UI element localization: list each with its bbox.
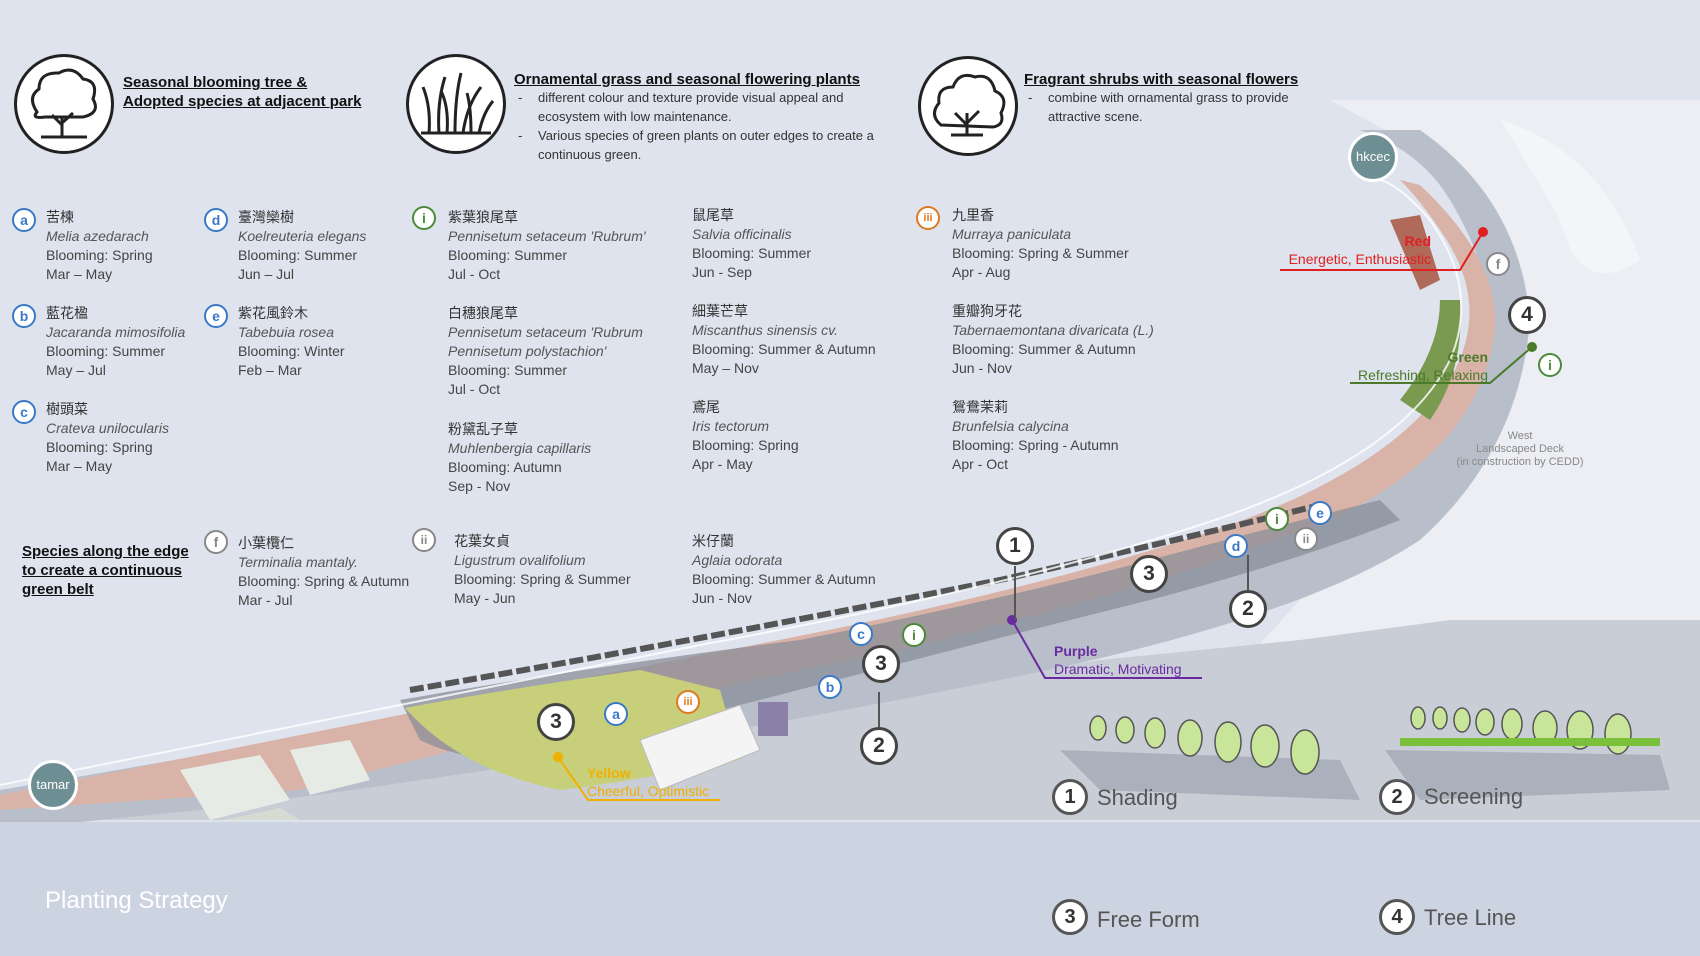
map-marker-iii: iii xyxy=(676,690,700,714)
strategy-label-shading: Shading xyxy=(1097,785,1178,810)
map-marker-i: i xyxy=(1265,507,1289,531)
map-marker-i: i xyxy=(1538,353,1562,377)
map-number-3: 3 xyxy=(537,703,575,741)
marker-c: c xyxy=(12,400,36,424)
shading-illustration xyxy=(1060,715,1360,800)
marker-iii: iii xyxy=(916,206,940,230)
category-body-grass: different colour and texture provide vis… xyxy=(514,88,904,164)
footer-title: Planting Strategy xyxy=(45,887,228,914)
map-marker-b: b xyxy=(818,675,842,699)
category-title-grass: Ornamental grass and seasonal flowering … xyxy=(514,71,860,88)
edge-species-title: Species along the edge to create a conti… xyxy=(22,543,189,598)
map-number-2: 2 xyxy=(1229,590,1267,628)
map-marker-c: c xyxy=(849,622,873,646)
map-number-1: 1 xyxy=(996,527,1034,565)
map-marker-f: f xyxy=(1486,252,1510,276)
marker-f: f xyxy=(204,530,228,554)
shrub-icon xyxy=(918,56,1018,156)
map-number-3: 3 xyxy=(1130,555,1168,593)
map-marker-d: d xyxy=(1224,534,1248,558)
strategy-label-free-form: Free Form xyxy=(1097,907,1200,932)
category-title-shrubs: Fragrant shrubs with seasonal flowers xyxy=(1024,71,1299,88)
marker-i: i xyxy=(412,206,436,230)
category-title-trees: Seasonal blooming tree & Adopted species… xyxy=(123,74,362,110)
strategy-number-2: 2 xyxy=(1379,779,1415,815)
strategy-label-screening: Screening xyxy=(1424,784,1524,809)
marker-a: a xyxy=(12,208,36,232)
screening-illustration xyxy=(1385,706,1670,800)
map-marker-ii: ii xyxy=(1294,527,1318,551)
footer-band xyxy=(0,822,1700,956)
tamar-node: tamar xyxy=(28,760,78,810)
map-number-3: 3 xyxy=(862,645,900,683)
category-body-shrubs: combine with ornamental grass to provide… xyxy=(1024,88,1324,126)
strategy-label-tree-line: Tree Line xyxy=(1424,905,1517,930)
grass-icon xyxy=(406,54,506,154)
strategy-number-1: 1 xyxy=(1052,779,1088,815)
marker-b: b xyxy=(12,304,36,328)
map-marker-e: e xyxy=(1308,501,1332,525)
strategy-number-3: 3 xyxy=(1052,899,1088,935)
marker-d: d xyxy=(204,208,228,232)
map-marker-a: a xyxy=(604,702,628,726)
marker-ii: ii xyxy=(412,528,436,552)
marker-e: e xyxy=(204,304,228,328)
tree-icon xyxy=(14,54,114,154)
map-marker-i: i xyxy=(902,623,926,647)
hkcec-node: hkcec xyxy=(1348,132,1398,182)
strategy-number-4: 4 xyxy=(1379,899,1415,935)
map-number-2: 2 xyxy=(860,727,898,765)
map-number-4: 4 xyxy=(1508,296,1546,334)
